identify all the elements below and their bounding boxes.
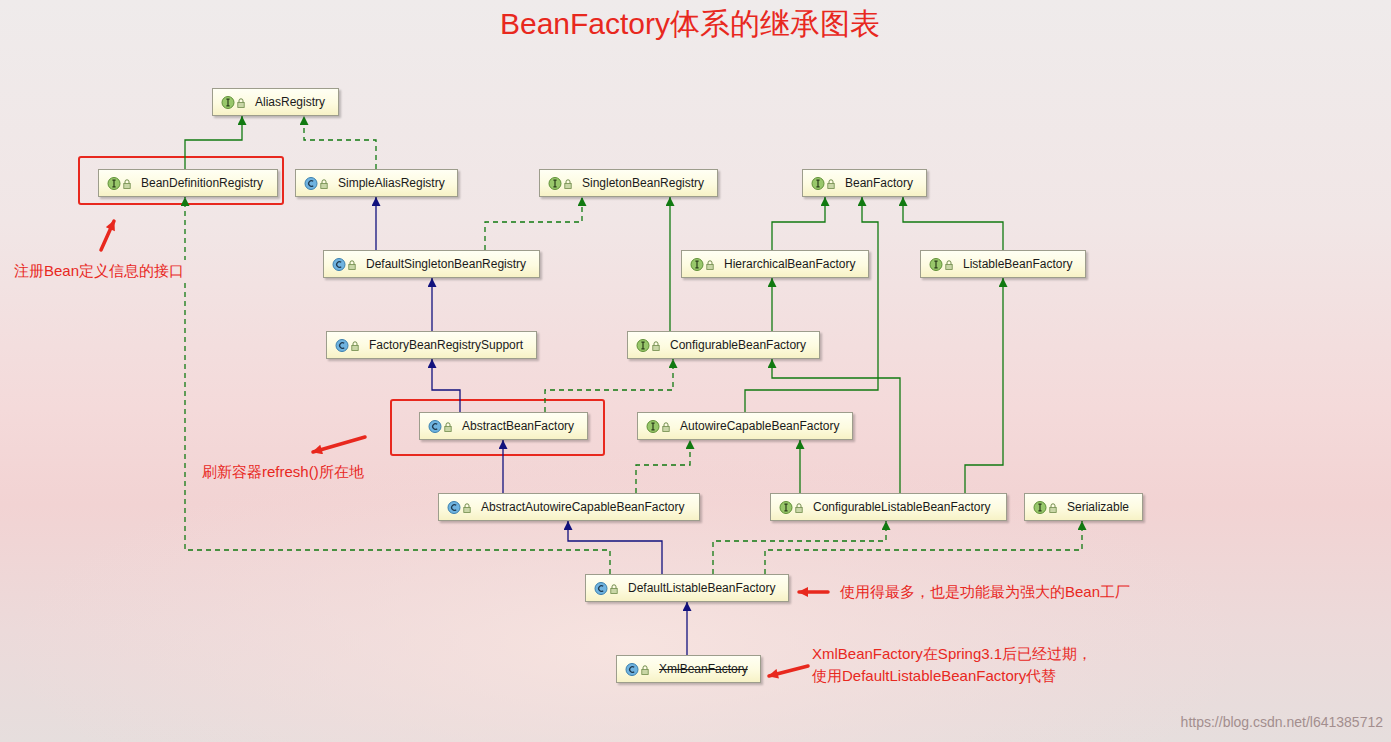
- extends-connector: [965, 278, 1003, 493]
- pointer-arrow: [101, 221, 114, 250]
- class-box: SimpleAliasRegistry: [295, 169, 458, 197]
- node-text: DefaultListableBeanFactory: [628, 575, 775, 601]
- extends-connector: [771, 278, 772, 331]
- watermark: https://blog.csdn.net/l641385712: [1181, 711, 1383, 733]
- node-text: BeanDefinitionRegistry: [141, 170, 263, 196]
- extends-connector: [432, 359, 460, 412]
- interface-box: BeanDefinitionRegistry: [98, 169, 278, 197]
- pointer-arrow: [769, 666, 808, 676]
- implements-connector: [765, 521, 1082, 574]
- interface-box: SingletonBeanRegistry: [539, 169, 718, 197]
- implements-connector: [485, 197, 582, 250]
- implements-connector: [636, 440, 690, 493]
- pointer-arrow: [799, 590, 828, 594]
- class-box: FactoryBeanRegistrySupport: [326, 331, 537, 359]
- implements-connector: [713, 521, 886, 574]
- node-text: FactoryBeanRegistrySupport: [369, 332, 523, 358]
- interface-box: BeanFactory: [802, 169, 927, 197]
- node-text: BeanFactory: [845, 170, 913, 196]
- interface-box: ListableBeanFactory: [920, 250, 1086, 278]
- node-text: AbstractBeanFactory: [462, 413, 574, 439]
- diagram-title: BeanFactory体系的继承图表: [0, 4, 1380, 44]
- node-text: Serializable: [1067, 494, 1129, 520]
- node-text: ConfigurableBeanFactory: [670, 332, 806, 358]
- node-text: SingletonBeanRegistry: [582, 170, 704, 196]
- node-text: SimpleAliasRegistry: [338, 170, 445, 196]
- node-text: AliasRegistry: [255, 89, 325, 115]
- class-box: XmlBeanFactory: [616, 655, 761, 683]
- type-icon: [811, 176, 839, 191]
- type-icon: [332, 257, 360, 272]
- extends-connector: [669, 197, 670, 331]
- extends-connector: [431, 278, 432, 331]
- node-text: XmlBeanFactory: [659, 656, 748, 682]
- type-icon: [107, 176, 135, 191]
- type-icon: [646, 419, 674, 434]
- implements-connector: [304, 116, 376, 169]
- type-icon: [625, 662, 653, 677]
- node-text: ConfigurableListableBeanFactory: [813, 494, 990, 520]
- annotation-note: 使用得最多，也是功能最为强大的Bean工厂: [840, 581, 1130, 603]
- extends-connector: [185, 116, 242, 169]
- extends-connector: [568, 521, 662, 574]
- type-icon: [636, 338, 664, 353]
- type-icon: [447, 500, 475, 515]
- class-box: DefaultSingletonBeanRegistry: [323, 250, 540, 278]
- type-icon: [304, 176, 332, 191]
- interface-box: ConfigurableBeanFactory: [627, 331, 820, 359]
- highlight-frame: [391, 400, 604, 455]
- extends-connector: [799, 440, 800, 493]
- annotation-note: 注册Bean定义信息的接口: [12, 260, 186, 282]
- class-box: AbstractBeanFactory: [419, 412, 588, 440]
- pointer-arrow: [313, 437, 365, 452]
- annotation-note: 刷新容器refresh()所在地: [202, 461, 364, 483]
- type-icon: [690, 257, 718, 272]
- type-icon: [221, 95, 249, 110]
- type-icon: [929, 257, 957, 272]
- annotation-note: XmlBeanFactory在Spring3.1后已经过期， 使用Default…: [812, 643, 1192, 687]
- node-text: DefaultSingletonBeanRegistry: [366, 251, 526, 277]
- node-text: AutowireCapableBeanFactory: [680, 413, 839, 439]
- extends-connector: [686, 602, 687, 655]
- node-text: HierarchicalBeanFactory: [724, 251, 855, 277]
- class-box: DefaultListableBeanFactory: [585, 574, 789, 602]
- extends-connector: [903, 197, 1003, 250]
- glow-area: [0, 300, 1391, 742]
- implements-connector: [545, 359, 673, 412]
- type-icon: [779, 500, 807, 515]
- extends-connector: [502, 440, 503, 493]
- interface-box: Serializable: [1024, 493, 1143, 521]
- class-box: AbstractAutowireCapableBeanFactory: [438, 493, 700, 521]
- type-icon: [594, 581, 622, 596]
- extends-connector: [375, 197, 376, 250]
- type-icon: [335, 338, 363, 353]
- interface-box: AutowireCapableBeanFactory: [637, 412, 853, 440]
- interface-box: HierarchicalBeanFactory: [681, 250, 869, 278]
- highlight-frame: [79, 157, 283, 204]
- interface-box: AliasRegistry: [212, 88, 339, 116]
- node-text: ListableBeanFactory: [963, 251, 1072, 277]
- type-icon: [548, 176, 576, 191]
- interface-box: ConfigurableListableBeanFactory: [770, 493, 1007, 521]
- extends-connector: [772, 197, 825, 250]
- extends-connector: [745, 197, 878, 412]
- node-text: AbstractAutowireCapableBeanFactory: [481, 494, 684, 520]
- type-icon: [428, 419, 456, 434]
- type-icon: [1033, 500, 1061, 515]
